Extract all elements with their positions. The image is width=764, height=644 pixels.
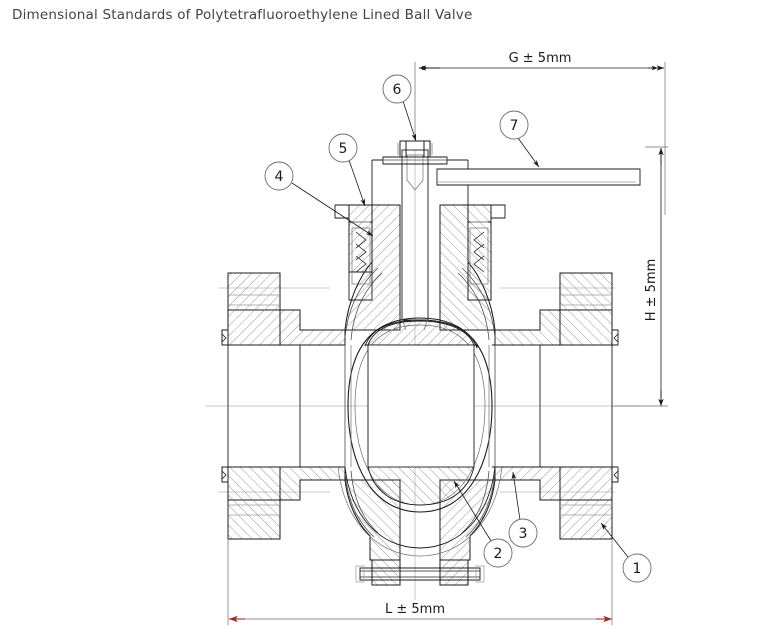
callout-5-number: 5 bbox=[339, 141, 348, 157]
callout-3-number: 3 bbox=[519, 526, 528, 542]
callout-1[interactable]: 1 bbox=[600, 522, 652, 583]
valve-seats bbox=[344, 345, 496, 467]
handle-lever bbox=[436, 168, 641, 186]
dimension-g-label: G ± 5mm bbox=[509, 51, 572, 66]
dimension-h: H ± 5mm bbox=[612, 146, 668, 407]
callout-2-number: 2 bbox=[494, 546, 503, 562]
ptfe-liner bbox=[344, 267, 496, 538]
callout-5[interactable]: 5 bbox=[328, 133, 366, 207]
callout-4[interactable]: 4 bbox=[264, 161, 374, 237]
bonnet-bolts bbox=[349, 221, 491, 301]
dimension-h-label: H ± 5mm bbox=[644, 259, 659, 322]
left-flange bbox=[221, 272, 281, 540]
callout-7-number: 7 bbox=[510, 118, 519, 134]
ball bbox=[347, 317, 493, 513]
page-title: Dimensional Standards of Polytetrafluoro… bbox=[12, 7, 473, 23]
dimension-l-label: L ± 5mm bbox=[385, 602, 445, 617]
valve-stem bbox=[382, 140, 448, 331]
callout-1-number: 1 bbox=[633, 561, 642, 577]
dimension-g: G ± 5mm bbox=[414, 51, 666, 215]
callout-4-number: 4 bbox=[275, 169, 284, 185]
dimension-l: L ± 5mm bbox=[227, 540, 613, 625]
bottom-plug bbox=[355, 559, 485, 586]
callout-6[interactable]: 6 bbox=[382, 74, 417, 142]
callout-7[interactable]: 7 bbox=[499, 110, 540, 168]
lower-body-bowl bbox=[337, 466, 503, 557]
callout-6-number: 6 bbox=[393, 82, 402, 98]
callout-2[interactable]: 2 bbox=[453, 480, 513, 568]
callout-3[interactable]: 3 bbox=[508, 471, 538, 548]
callouts: 1 2 3 4 5 6 7 bbox=[264, 74, 652, 583]
body-section-hatch bbox=[279, 309, 561, 501]
